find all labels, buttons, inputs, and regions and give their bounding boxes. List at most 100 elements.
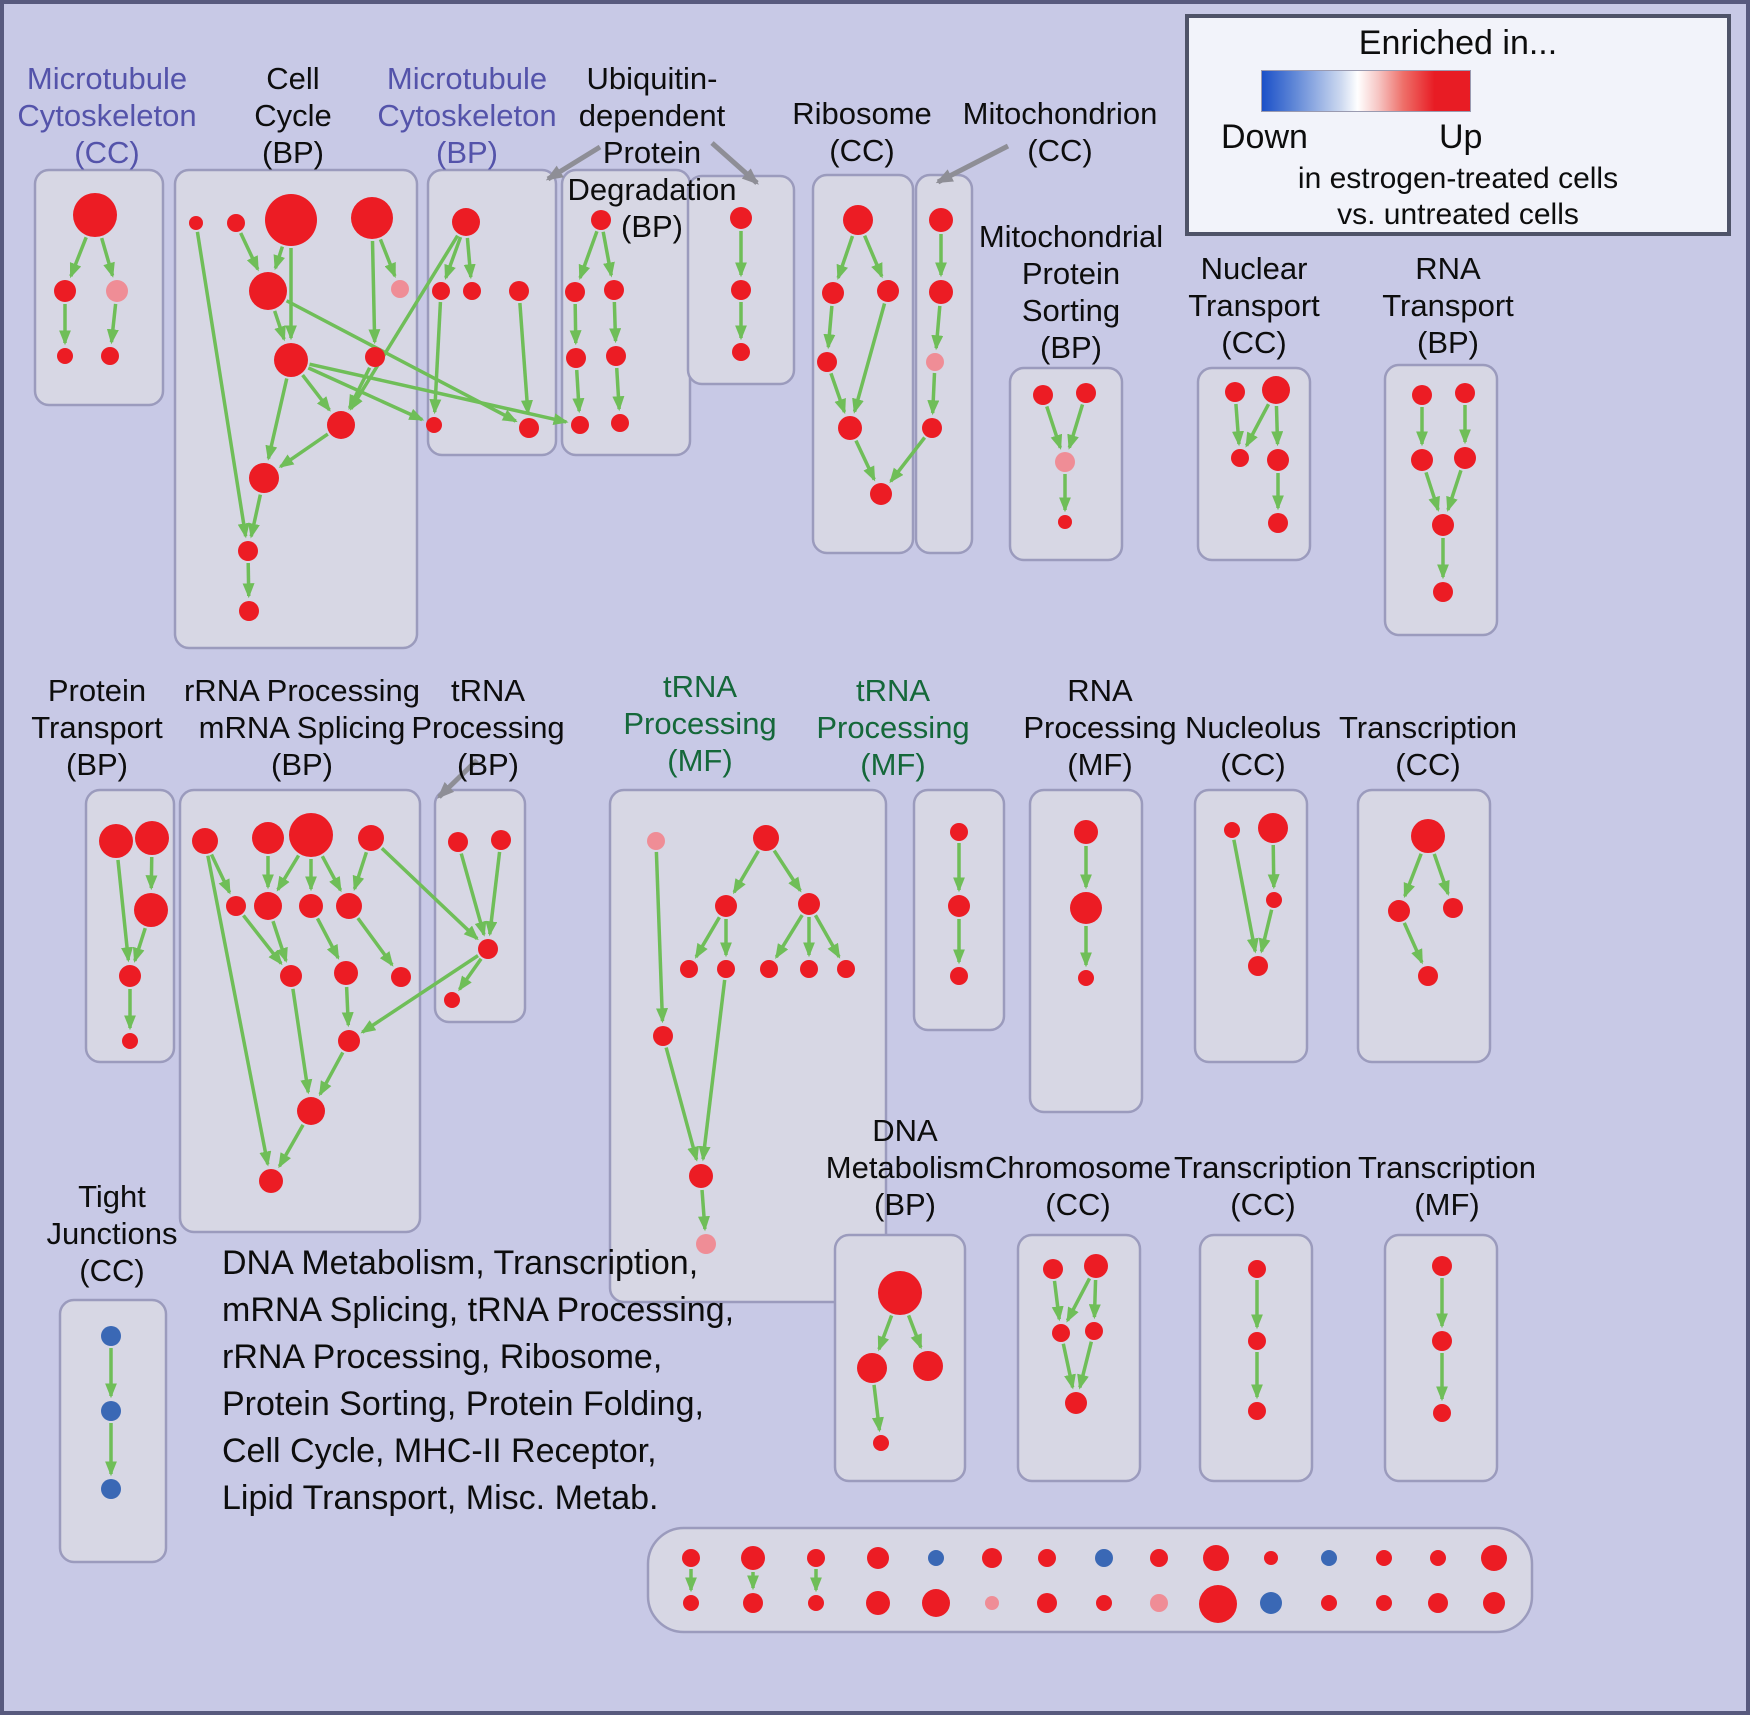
node-x12b [1321,1595,1337,1611]
node-c2 [463,282,481,300]
edge-m2-m3 [458,957,483,992]
node-r3 [1418,966,1438,986]
edge-n3-n6 [774,914,804,959]
edge-u1-u3 [1088,1279,1101,1320]
group-box-nuc_tr [1196,366,1312,562]
node-x14b [1428,1593,1448,1613]
edge-l11-l12 [318,1051,345,1097]
nodes-layer [54,193,1507,1623]
node-a2 [106,280,128,302]
edge-l7-l10 [356,917,394,967]
node-f4 [838,416,862,440]
node-n3 [798,893,820,915]
node-q3 [1248,956,1268,976]
node-s2 [101,1479,121,1499]
edge-a0-a1 [69,236,88,279]
edge-f3-f4 [829,372,847,415]
node-e2 [732,343,750,361]
node-v1 [1248,1332,1266,1350]
edge-g3-f5 [889,436,927,484]
edge-m2-l11 [360,954,479,1034]
edge-r0-r2 [1432,853,1450,896]
node-p1 [1070,892,1102,924]
group-label-2: Microtubule Cytoskeleton (BP) [377,61,557,170]
edge-b3-b7 [368,240,381,345]
edge-c3-c5 [518,302,533,416]
group-label-16: Transcription (CC) [1338,710,1518,782]
node-n8 [837,960,855,978]
edge-i0-i2 [1231,403,1244,447]
node-l7 [336,893,362,919]
node-m1 [491,830,511,850]
node-n6 [760,960,778,978]
node-d1 [565,282,585,302]
node-n2 [715,895,737,917]
group-box-tight_j [58,1298,168,1564]
node-q2 [1266,892,1282,908]
edge-l12-l13 [277,1124,305,1169]
node-l11 [338,1030,360,1052]
edge-n5-n10 [698,979,727,1162]
group-box-dna_met [833,1233,967,1483]
node-l0 [192,828,218,854]
edge-i1-i3 [1271,405,1284,447]
legend-box: Enriched in... Down Up in estrogen-treat… [1185,14,1731,236]
edge-n1-n2 [732,850,760,895]
group-label-7: Nuclear Transport (CC) [1188,251,1320,360]
node-v2 [1248,1402,1266,1420]
node-i2 [1231,449,1249,467]
node-i3 [1267,449,1289,471]
edge-b6-b9 [265,378,289,461]
group-box-mt_bp [426,168,558,457]
node-c0 [452,208,480,236]
node-c4 [426,417,442,433]
edge-b3-b5 [378,238,397,279]
node-h2 [1055,452,1075,472]
node-b6 [274,343,308,377]
edge-l2-l7 [320,855,343,893]
node-b11 [239,601,259,621]
edge-c0-c2 [463,237,476,280]
node-k0 [99,824,133,858]
node-d4 [606,346,626,366]
edge-m0-m2 [459,853,487,937]
node-j5 [1433,582,1453,602]
edge-l0-l4 [209,853,232,895]
legend-gradient-bar [1261,70,1471,112]
edge-l9-l11 [341,986,354,1028]
node-q1 [1258,813,1288,843]
node-m3 [444,992,460,1008]
group-label-15: Nucleolus (CC) [1184,710,1322,782]
edge-u3-u4 [1077,1341,1094,1390]
node-n11 [696,1234,716,1254]
node-o0 [950,823,968,841]
edge-d1-d3 [569,303,582,346]
node-b0 [189,216,203,230]
node-x13b [1376,1595,1392,1611]
node-p2 [1078,970,1094,986]
pointer-arrow-0 [545,144,602,182]
node-w0 [1432,1256,1452,1276]
node-c1 [432,282,450,300]
legend-down-label: Down [1221,118,1308,156]
edge-r0-r1 [1403,853,1423,899]
node-j0 [1412,385,1432,405]
node-m0 [448,832,468,852]
node-p0 [1074,820,1098,844]
group-label-21: Transcription (MF) [1357,1150,1537,1222]
node-x9t [1150,1549,1168,1567]
node-x1t [682,1549,700,1567]
edge-d0-d1 [578,230,599,281]
group-label-0: Microtubule Cytoskeleton (CC) [17,61,197,170]
node-j4 [1432,514,1454,536]
node-e0 [730,207,752,229]
edge-l6-l9 [315,917,340,960]
node-x13t [1376,1550,1392,1566]
edge-l0-l13 [206,855,272,1167]
edge-t0-t2 [906,1314,923,1350]
node-n0 [647,832,665,850]
edge-h0-h2 [1045,405,1063,450]
edge-d3-d5 [572,369,585,414]
node-d3 [566,348,586,368]
